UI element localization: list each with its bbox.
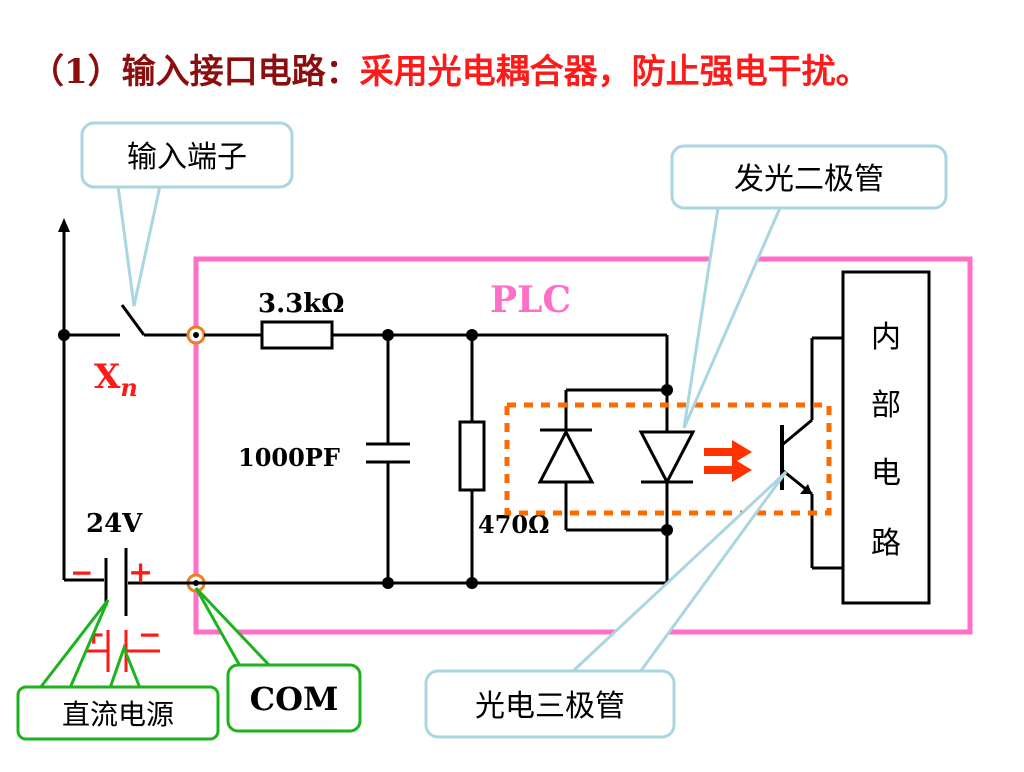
xn-subscript: n	[120, 373, 137, 402]
series-resistor-label: 3.3kΩ	[258, 289, 344, 319]
dc-source-callout	[16, 685, 220, 741]
emitter-arrow	[800, 484, 812, 494]
protection-diode	[537, 428, 595, 484]
svg-text:Xn: Xn	[94, 357, 138, 402]
optocoupler-box	[504, 402, 832, 516]
plc-label: PLC	[490, 279, 571, 321]
phototransistor-callout-text: 光电三极管	[475, 689, 625, 724]
battery-minus: −	[70, 556, 93, 589]
shunt-resistor	[458, 420, 486, 492]
plc-boundary	[193, 256, 973, 635]
input-terminal-callout	[80, 121, 294, 189]
voltage-label: 24V	[86, 509, 143, 539]
com-callout	[226, 663, 362, 733]
alt-source-minus: −	[138, 618, 161, 651]
capacitor-label: 1000PF	[238, 443, 340, 472]
input-terminal-center	[193, 332, 199, 338]
com-callout-pointer	[194, 586, 272, 668]
switch-blade	[120, 304, 146, 336]
com-callout-text: COM	[250, 680, 339, 718]
phototransistor-callout	[424, 669, 676, 739]
phototransistor-collector	[781, 418, 813, 447]
led-diode	[638, 430, 696, 486]
led-callout	[670, 144, 948, 210]
internal-circuit-char-2: 部	[871, 388, 901, 423]
internal-circuit-char-1: 内	[871, 320, 901, 355]
dc-source-callout-pointer-2	[108, 643, 142, 689]
title-highlight: 采用光电耦合器，防止强电干扰。	[359, 52, 870, 92]
light-arrow-bottom	[704, 458, 752, 482]
page-title: （1）输入接口电路：采用光电耦合器，防止强电干扰。	[30, 44, 870, 93]
internal-circuit-char-4: 路	[871, 526, 901, 561]
dc-source-callout-text: 直流电源	[62, 698, 174, 731]
xn-label: X	[94, 357, 121, 397]
led-callout-text: 发光二极管	[734, 162, 884, 197]
battery-plus: +	[128, 555, 153, 590]
title-prefix: （1）输入接口电路：	[30, 52, 360, 92]
input-terminal-callout-text: 输入端子	[127, 140, 247, 175]
internal-circuit-char-3: 电	[871, 456, 901, 491]
led-callout-pointer	[682, 207, 782, 429]
series-resistor	[260, 320, 334, 350]
input-terminal-callout-pointer	[116, 185, 162, 307]
phototransistor-callout-pointer	[570, 470, 788, 674]
rail-arrow	[58, 218, 70, 232]
dc-source-callout-pointer	[38, 599, 110, 689]
internal-circuit-box	[841, 270, 931, 605]
light-arrow-top	[704, 440, 752, 464]
